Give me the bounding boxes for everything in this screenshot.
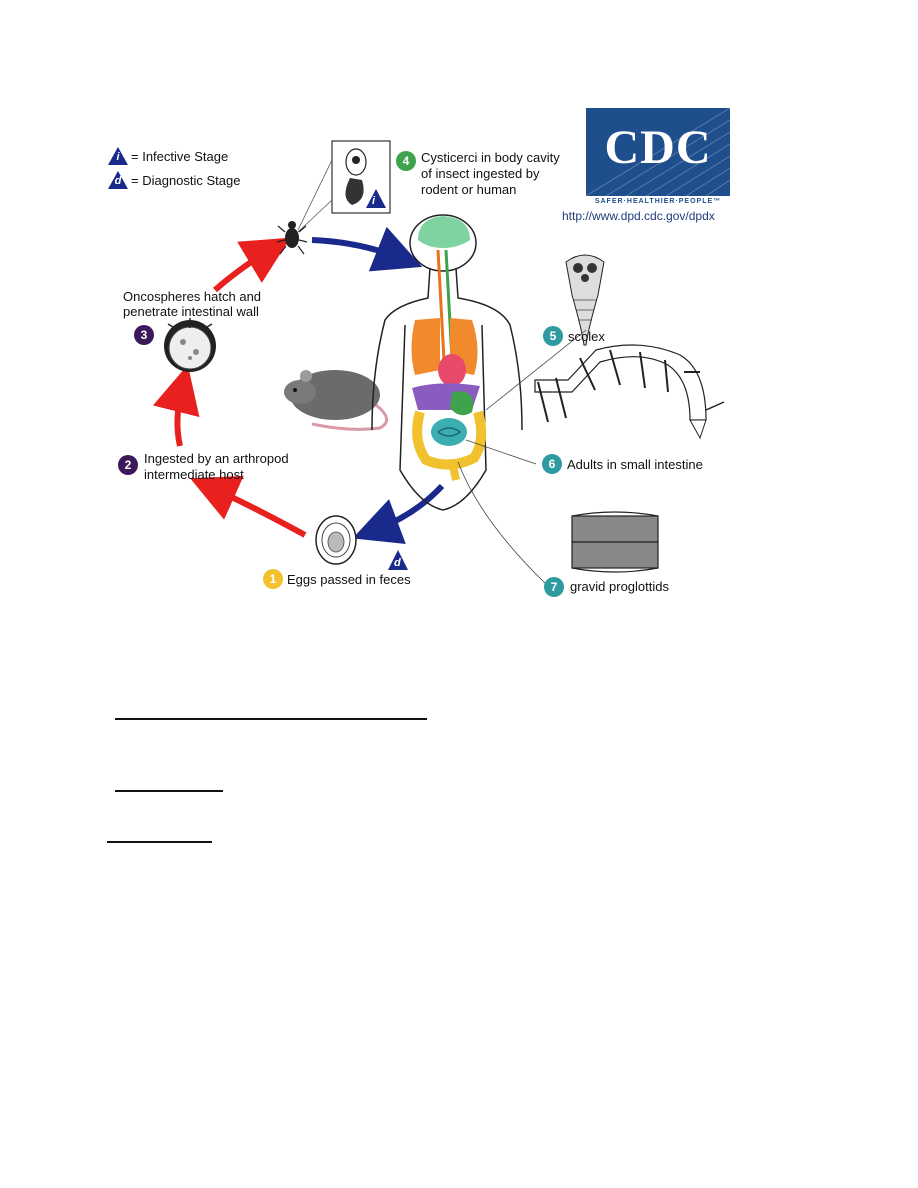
- arrow-insect-to-human: [311, 226, 423, 272]
- blank-underline-2: [115, 790, 223, 792]
- blank-underline-3: [107, 841, 212, 843]
- stage-1-number: 1: [263, 569, 283, 589]
- egg-diagnostic-badge-letter: d: [394, 557, 401, 569]
- life-cycle-diagram: [152, 140, 725, 585]
- rat-icon: [284, 370, 388, 431]
- insect-infective-badge-letter: i: [372, 195, 376, 207]
- stage-4-label-line1: Cysticerci in body cavity: [421, 150, 560, 165]
- blank-underline-1: [115, 718, 427, 720]
- arrow-egg-to-arthropod: [190, 475, 307, 538]
- stage-3-label-line2: penetrate intestinal wall: [123, 304, 259, 319]
- cdc-url-link[interactable]: http://www.dpd.cdc.gov/dpdx: [562, 209, 715, 223]
- stage-6-label: Adults in small intestine: [567, 457, 703, 472]
- oncosphere-icon: [164, 318, 216, 372]
- stage-7-label: gravid proglottids: [570, 579, 669, 594]
- stage-2-number: 2: [118, 455, 138, 475]
- cdc-logo: CDC: [586, 108, 730, 196]
- cdc-logo-text: CDC: [604, 121, 712, 174]
- cysticercus-inset: [297, 140, 391, 233]
- arrow-oncosphere-to-insect: [213, 237, 291, 293]
- arrow-arthropod-to-oncosphere: [152, 364, 200, 447]
- stage-4-number: 4: [396, 151, 416, 171]
- stage-3-number: 3: [134, 325, 154, 345]
- cdc-logo-stripes: [586, 108, 730, 196]
- egg-icon: [315, 515, 357, 565]
- arrow-human-to-egg: [352, 483, 445, 545]
- legend-infective: i = Infective Stage: [108, 147, 228, 165]
- infective-triangle-icon: i: [108, 147, 128, 165]
- stage-4-label-line3: rodent or human: [421, 182, 517, 197]
- legend-diagnostic: d = Diagnostic Stage: [108, 171, 240, 189]
- stage-2-label-line1: Ingested by an arthropod: [144, 451, 289, 466]
- diagnostic-triangle-icon: d: [108, 171, 128, 189]
- legend-diagnostic-text: = Diagnostic Stage: [131, 172, 241, 188]
- beetle-icon: [276, 221, 308, 255]
- human-body-icon: [371, 214, 523, 511]
- legend-infective-text: = Infective Stage: [131, 148, 229, 164]
- adult-worm-icon: [465, 344, 725, 465]
- egg-diagnostic-badge: [388, 550, 408, 570]
- scolex-icon: [485, 254, 605, 411]
- gravid-proglottids-icon: [457, 461, 659, 585]
- stage-2-label-line2: intermediate host: [144, 467, 244, 482]
- stage-1-label: Eggs passed in feces: [287, 572, 411, 587]
- stage-5-label: scolex: [568, 329, 605, 344]
- insect-infective-badge: [366, 189, 386, 208]
- cdc-tagline: SAFER·HEALTHIER·PEOPLE™: [594, 198, 722, 205]
- stage-4-label-line2: of insect ingested by: [421, 166, 540, 181]
- stage-7-number: 7: [544, 577, 564, 597]
- stage-5-number: 5: [543, 326, 563, 346]
- stage-3-label-line1: Oncospheres hatch and: [123, 289, 262, 304]
- stage-6-number: 6: [542, 454, 562, 474]
